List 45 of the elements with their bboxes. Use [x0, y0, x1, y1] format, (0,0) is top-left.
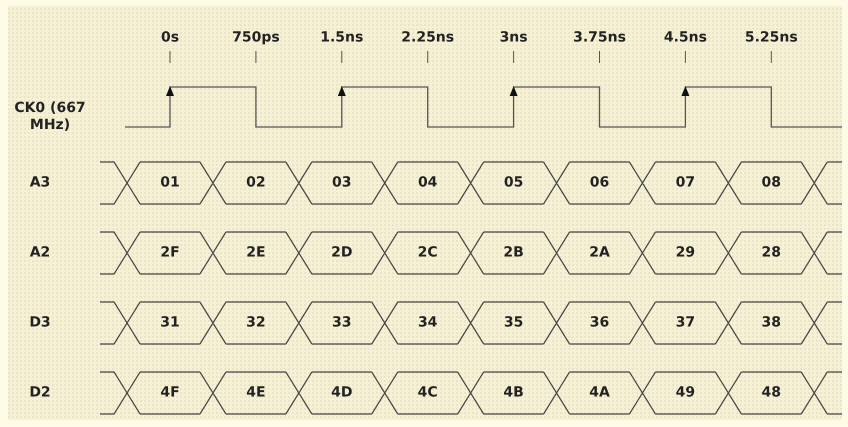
bus-value: 02 [246, 174, 266, 192]
time-label: 5.25ns [744, 30, 798, 46]
signal-name: CK0 (667 MHz) [13, 100, 87, 134]
bus-value: 31 [160, 314, 180, 332]
time-label: 3ns [500, 30, 528, 46]
bus-value: 2D [331, 244, 352, 262]
bus-value: 33 [332, 314, 352, 332]
bus-value: 4F [160, 384, 180, 402]
signal-name: D3 [29, 314, 51, 332]
bus-value: 4C [418, 384, 438, 402]
bus-value: 4B [503, 384, 524, 402]
bus-value: 49 [676, 384, 696, 402]
bus-value: 2F [160, 244, 180, 262]
bus-value: 2E [246, 244, 266, 262]
time-label: 1.5ns [320, 30, 364, 46]
bus-value: 03 [332, 174, 352, 192]
bus-value: 4D [331, 384, 352, 402]
time-label: 2.25ns [401, 30, 454, 46]
bus-value: 34 [418, 314, 438, 332]
signal-name: D2 [29, 384, 51, 402]
bus-value: 4A [589, 384, 610, 402]
bus-value: 2A [589, 244, 610, 262]
bus-value: 38 [762, 314, 782, 332]
time-label: 0s [160, 30, 180, 46]
signal-name: A3 [30, 174, 50, 192]
bus-value: 36 [590, 314, 610, 332]
bus-value: 08 [762, 174, 782, 192]
bus-value: 48 [762, 384, 782, 402]
time-label: 3.75ns [573, 30, 626, 46]
bus-value: 32 [246, 314, 266, 332]
bus-value: 2C [418, 244, 438, 262]
bus-value: 35 [504, 314, 524, 332]
signal-name: A2 [30, 244, 50, 262]
bus-value: 28 [762, 244, 782, 262]
bus-value: 04 [418, 174, 438, 192]
bus-value: 37 [676, 314, 696, 332]
bus-value: 29 [676, 244, 696, 262]
bus-value: 07 [676, 174, 696, 192]
bus-value: 01 [160, 174, 180, 192]
time-label: 4.5ns [664, 30, 707, 46]
bus-value: 2B [503, 244, 524, 262]
bus-value: 05 [504, 174, 524, 192]
time-label: 750ps [232, 30, 280, 46]
bus-value: 06 [590, 174, 610, 192]
bus-value: 4E [246, 384, 266, 402]
